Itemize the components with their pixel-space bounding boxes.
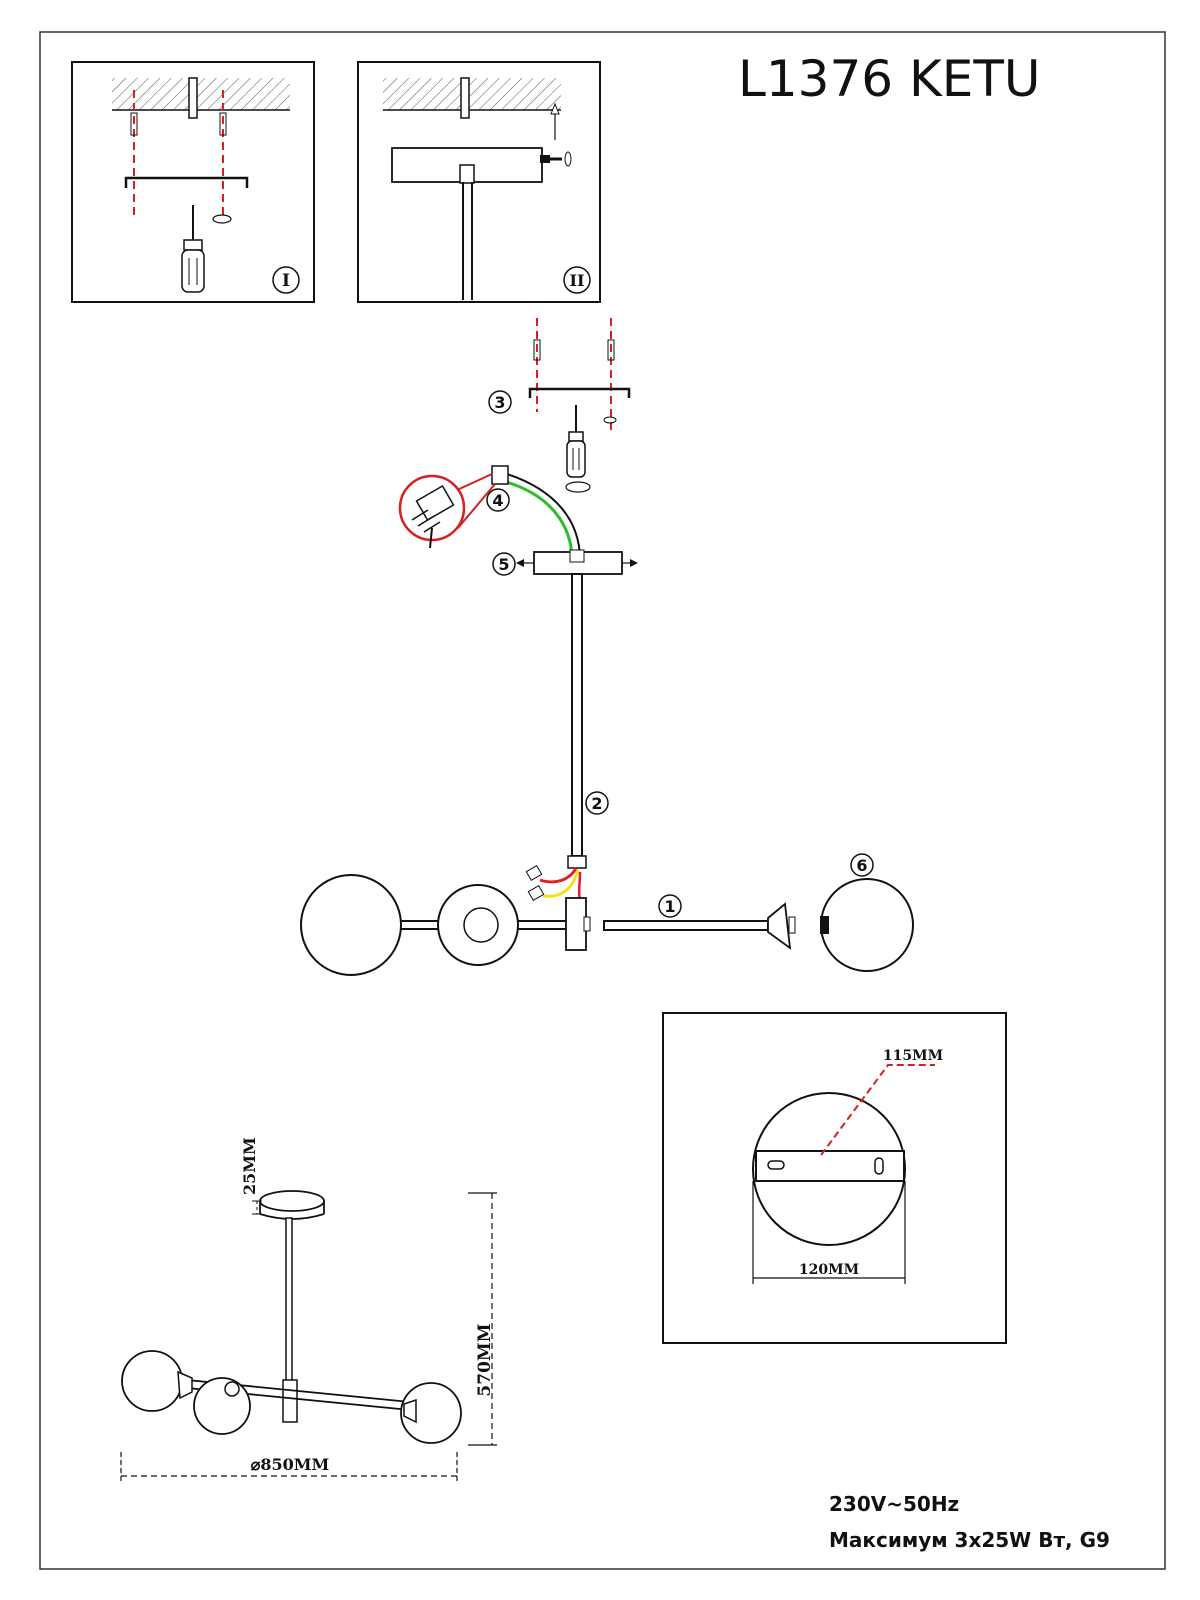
step-markers: 1 2 3 4 5 6: [486, 390, 874, 918]
glass-shade-right: [820, 878, 914, 972]
rotate-arrow-icon-2: [565, 481, 591, 493]
screwdriver-icon-2: [566, 405, 586, 478]
dim-shade-left: [121, 1350, 183, 1412]
panel-two-label: II: [570, 271, 585, 290]
dim-shade-right: [400, 1382, 462, 1444]
right-arm: [603, 920, 769, 931]
screw-icon: [540, 151, 572, 167]
ceiling-hatch-2: [383, 78, 561, 110]
terminal-block: [491, 465, 509, 485]
dim-bracket-length: 115MM: [883, 1048, 943, 1064]
panel-one: I: [71, 61, 315, 303]
up-arrow-icon: [550, 102, 560, 140]
ground-wire: [505, 480, 574, 561]
screwdriver-icon: [181, 205, 205, 293]
canopy-detail: 115MM 120MM: [662, 1012, 1007, 1344]
step-marker-4: 4: [492, 491, 503, 510]
panel-two: II: [357, 61, 601, 303]
power-spec: Максимум 3x25W Вт, G9: [829, 1528, 1110, 1552]
glass-shade-left: [300, 874, 402, 976]
connector-detail-icon: [411, 484, 455, 549]
mounting-bracket: [124, 176, 249, 188]
central-hub: [565, 897, 587, 951]
right-arrow-icon: [622, 559, 638, 567]
ceiling-hatch: [112, 78, 290, 110]
dimension-drawing: 25MM 570MM ⌀850MM: [120, 1137, 497, 1483]
rotate-arrow-icon: [212, 214, 232, 224]
step-marker-6: 6: [856, 856, 867, 875]
step-marker-3: 3: [494, 393, 505, 412]
suspension-rod: [571, 573, 583, 857]
lamp-holder-right: [767, 902, 792, 950]
dim-total-height: 570MM: [475, 1323, 495, 1396]
ceiling-bracket: [528, 387, 631, 398]
power-cable: [506, 473, 581, 561]
dim-shade-middle: [193, 1377, 251, 1435]
panel-one-label: I: [282, 271, 290, 291]
dim-canopy-height: 25MM: [240, 1137, 259, 1195]
step-marker-5: 5: [498, 555, 509, 574]
dim-diameter: ⌀850MM: [251, 1455, 329, 1474]
voltage-spec: 230V~50Hz: [829, 1492, 960, 1516]
product-title: L1376 KETU: [738, 50, 1041, 108]
page-border: [39, 31, 1166, 1570]
step-marker-1: 1: [664, 897, 675, 916]
step-marker-2: 2: [591, 794, 602, 813]
canopy-dim: [259, 1190, 325, 1212]
dim-canopy-diameter: 120MM: [799, 1262, 859, 1278]
exploded-assembly: [300, 318, 914, 976]
left-arrow-icon: [516, 559, 534, 567]
